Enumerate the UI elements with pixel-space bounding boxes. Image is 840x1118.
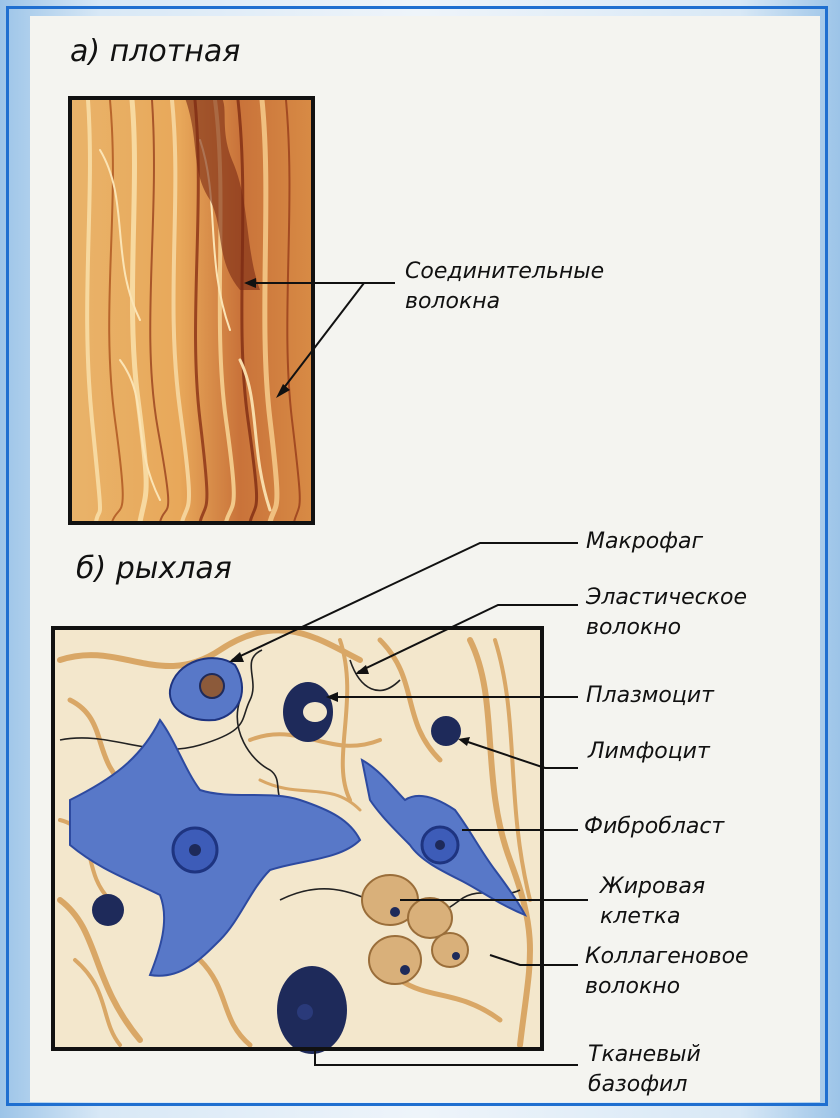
label-collagen-fiber: Коллагеновое (585, 945, 749, 968)
label-plasmocyte: Плазмоцит (586, 684, 714, 707)
label-connective-fibers: Соединительные (405, 260, 604, 283)
label-fibroblast: Фибробласт (584, 815, 724, 838)
dense-tissue-image (70, 98, 313, 523)
label-lymphocyte: Лимфоцит (588, 740, 710, 763)
label-collagen-fiber-2: волокно (585, 975, 680, 998)
loose-tissue-image (53, 628, 542, 1054)
label-macrophage: Макрофаг (586, 530, 703, 553)
label-fat-cell: Жировая (600, 875, 705, 898)
label-connective-fibers-2: волокна (405, 290, 500, 313)
label-elastic-fiber-2: волокно (586, 616, 681, 639)
label-tissue-basophil-2: базофил (588, 1073, 687, 1096)
label-elastic-fiber: Эластическое (586, 586, 747, 609)
label-fat-cell-2: клетка (600, 905, 680, 928)
label-tissue-basophil: Тканевый (588, 1043, 701, 1066)
